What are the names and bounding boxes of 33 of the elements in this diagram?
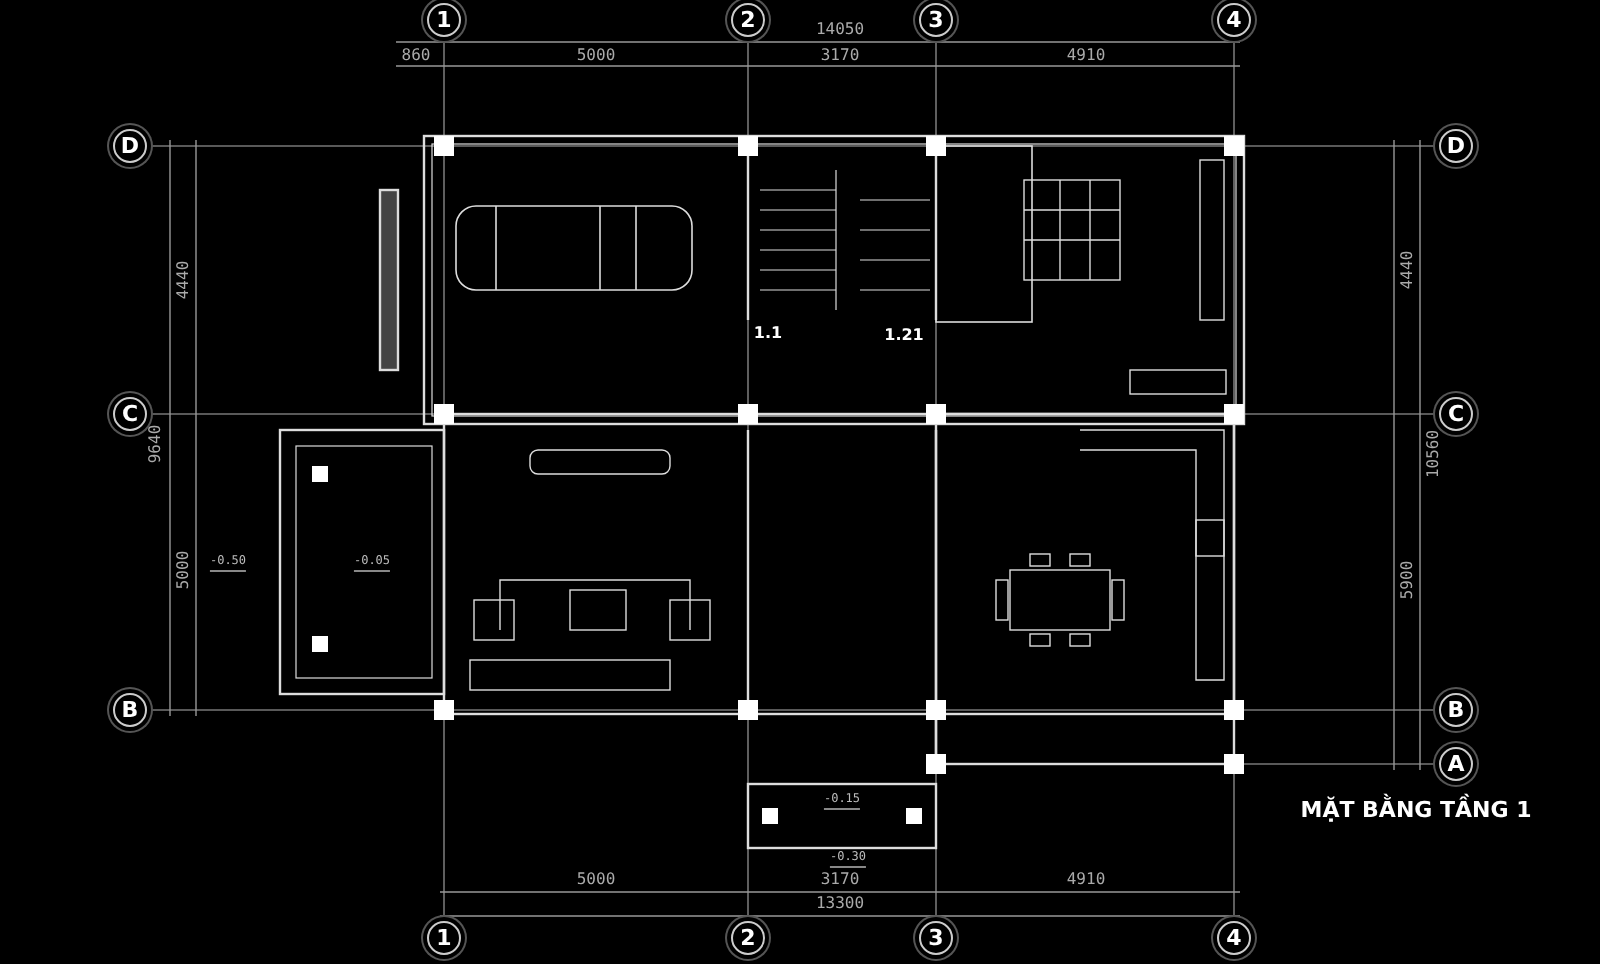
dimension-text: 5000 bbox=[576, 48, 616, 64]
stair-level-text: 1.21 bbox=[884, 328, 924, 344]
dimension-text: 5900 bbox=[1400, 560, 1416, 600]
dimension-text: 4440 bbox=[1400, 250, 1416, 290]
dimension-text: 5000 bbox=[176, 550, 192, 590]
grid-axis-marker: A bbox=[1439, 747, 1473, 781]
dimension-text: 10560 bbox=[1426, 429, 1442, 479]
grid-axis-marker: C bbox=[113, 397, 147, 431]
grid-axis-marker: 3 bbox=[919, 921, 953, 955]
dimension-text: 4910 bbox=[1066, 872, 1106, 888]
grid-axis-marker: 2 bbox=[731, 3, 765, 37]
plan-title: MẶT BẰNG TẦNG 1 bbox=[1300, 797, 1532, 823]
grid-axis-marker: 4 bbox=[1217, 3, 1251, 37]
dimension-text: 3170 bbox=[820, 872, 860, 888]
grid-axis-marker: 4 bbox=[1217, 921, 1251, 955]
grid-axis-marker: 2 bbox=[731, 921, 765, 955]
dimension-text: 13300 bbox=[815, 896, 865, 912]
grid-axis-marker: C bbox=[1439, 397, 1473, 431]
grid-axis-marker: B bbox=[1439, 693, 1473, 727]
stair-level-text: 1.1 bbox=[753, 326, 783, 342]
grid-axis-marker: D bbox=[1439, 129, 1473, 163]
dimension-text: 4910 bbox=[1066, 48, 1106, 64]
dimension-text: 4440 bbox=[176, 260, 192, 300]
grid-axis-marker: D bbox=[113, 129, 147, 163]
dimension-text: 9640 bbox=[148, 424, 164, 464]
grid-axis-marker: B bbox=[113, 693, 147, 727]
dimension-text: 860 bbox=[401, 48, 431, 64]
grid-axis-marker: 1 bbox=[427, 921, 461, 955]
dimension-text: 14050 bbox=[815, 22, 865, 38]
dimension-text: 5000 bbox=[576, 872, 616, 888]
grid-axis-marker: 1 bbox=[427, 3, 461, 37]
grid-axis-marker: 3 bbox=[919, 3, 953, 37]
dimension-text: 3170 bbox=[820, 48, 860, 64]
